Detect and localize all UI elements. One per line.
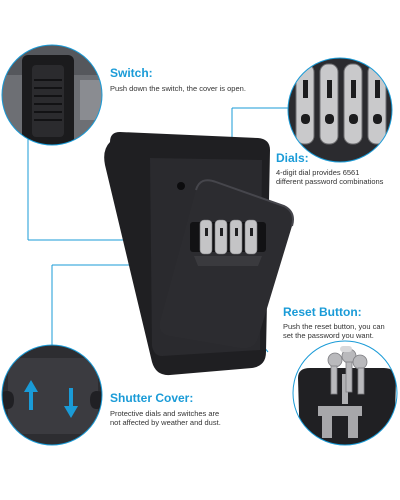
keys [327, 348, 368, 395]
shutter-cover-description-line2: not affected by weather and dust. [110, 418, 221, 427]
reset-button-description-line2: set the password you want. [283, 331, 374, 340]
dials-description-line2: different password combinations [276, 177, 384, 186]
dials-inset [288, 58, 392, 162]
reset-mechanism [318, 406, 362, 438]
shutter-inset-cover [8, 358, 98, 434]
shutter-inset [2, 345, 102, 445]
key-hook [342, 374, 348, 404]
arrow-down-icon [64, 388, 78, 418]
shutter-cover-heading: Shutter Cover: [110, 391, 194, 405]
dials-heading: Dials: [276, 151, 309, 165]
mount-hole [177, 182, 185, 190]
release-switch [194, 256, 262, 266]
dial-wheels [199, 219, 258, 255]
dials-description-line1: 4-digit dial provides 6561 [276, 168, 360, 177]
dials-inset-wheels [295, 63, 387, 145]
switch-heading: Switch: [110, 66, 153, 80]
reset-button-heading: Reset Button: [283, 305, 362, 319]
reset-button-description-line1: Push the reset button, you can [283, 322, 385, 331]
reset-inset-ring [292, 340, 398, 446]
reset-key-ring [340, 346, 352, 352]
switch-inset-ring [1, 44, 103, 146]
shutter-cover-description-line1: Protective dials and switches are [110, 409, 220, 418]
key-lock-box [104, 132, 294, 376]
switch-description: Push down the switch, the cover is open. [110, 84, 246, 93]
dials-inset-digits [301, 80, 382, 124]
shutter-inset-ring [1, 344, 103, 446]
dials-inset-ring [287, 57, 393, 163]
switch-slider [32, 65, 64, 137]
shutter-cover-edge [195, 179, 294, 227]
reset-inset [293, 341, 397, 445]
dial-digits [205, 228, 253, 236]
switch-inset [2, 45, 102, 145]
arrow-up-icon [24, 380, 38, 410]
